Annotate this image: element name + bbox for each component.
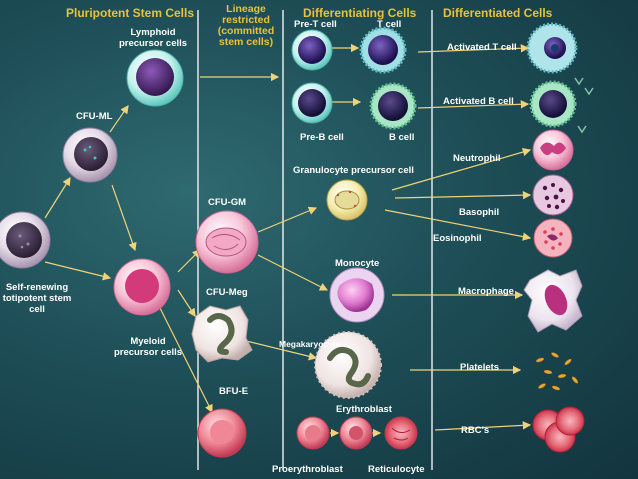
- label-eosinophil: Eosinophil: [433, 233, 482, 244]
- myeloid-precursor-cell: [113, 258, 171, 316]
- t-cell: [359, 26, 407, 74]
- label-proerythroblast: Proerythroblast: [272, 464, 343, 475]
- activated-b-cell: [529, 77, 594, 134]
- label-t-cell: T cell: [377, 19, 402, 30]
- label-megakaryocyte: Megakaryocyte: [279, 339, 341, 349]
- bfu-e-cell: [197, 408, 247, 458]
- label-activated-b: Activated B cell: [443, 96, 514, 107]
- pre-b-cell: [291, 82, 333, 124]
- cfu-meg-cell: [191, 305, 253, 363]
- reticulocyte-cell: [384, 416, 418, 450]
- proerythroblast-cell: [296, 416, 330, 450]
- label-basophil: Basophil: [459, 207, 500, 218]
- label-stem: Self-renewing totipotent stem cell: [2, 282, 72, 315]
- macrophage-cell: [523, 269, 583, 333]
- label-erythroblast: Erythroblast: [336, 404, 392, 415]
- label-myeloid: Myeloid precursor cells: [113, 336, 183, 358]
- lymphoid-precursor-cell: [126, 49, 184, 107]
- header-lineage: Lineage restricted (committed stem cells…: [217, 3, 275, 48]
- header-pluripotent: Pluripotent Stem Cells: [66, 6, 195, 20]
- label-cfu-meg: CFU-Meg: [206, 287, 248, 298]
- arrows: [44, 43, 532, 438]
- stem-cell: [0, 211, 51, 269]
- header-differentiating: Differentiating Cells: [303, 6, 417, 20]
- cfu-ml-cell: [62, 127, 118, 183]
- cfu-gm-cell: [195, 210, 259, 274]
- erythroblast-cell: [339, 416, 373, 450]
- basophil-cell: [532, 174, 574, 216]
- label-granulocyte-precursor: Granulocyte precursor cell: [293, 165, 414, 176]
- label-pre-t: Pre-T cell: [294, 19, 337, 30]
- pre-t-cell: [291, 29, 333, 71]
- label-lymphoid: Lymphoid precursor cells: [118, 27, 188, 49]
- label-cfu-ml: CFU-ML: [76, 111, 113, 122]
- red-blood-cells: [532, 406, 585, 453]
- neutrophil-cell: [532, 129, 574, 171]
- label-macrophage: Macrophage: [458, 286, 514, 297]
- label-neutrophil: Neutrophil: [453, 153, 501, 164]
- activated-t-cell: [526, 22, 578, 74]
- label-monocyte: Monocyte: [335, 258, 380, 269]
- megakaryocyte-cell: [314, 331, 382, 399]
- label-b-cell: B cell: [389, 132, 415, 143]
- header-differentiated: Differentiated Cells: [443, 6, 553, 20]
- platelets: [535, 352, 579, 391]
- label-activated-t: Activated T cell: [447, 42, 517, 53]
- label-reticulocyte: Reticulocyte: [368, 464, 425, 475]
- granulocyte-precursor-cell: [326, 179, 368, 221]
- label-bfu-e: BFU-E: [219, 386, 249, 397]
- monocyte-cell: [329, 267, 385, 323]
- eosinophil-cell: [533, 218, 573, 258]
- b-cell: [369, 82, 417, 130]
- label-pre-b: Pre-B cell: [300, 132, 344, 143]
- label-platelets: Platelets: [460, 362, 500, 373]
- label-cfu-gm: CFU-GM: [208, 197, 246, 208]
- label-rbcs: RBC's: [461, 425, 490, 436]
